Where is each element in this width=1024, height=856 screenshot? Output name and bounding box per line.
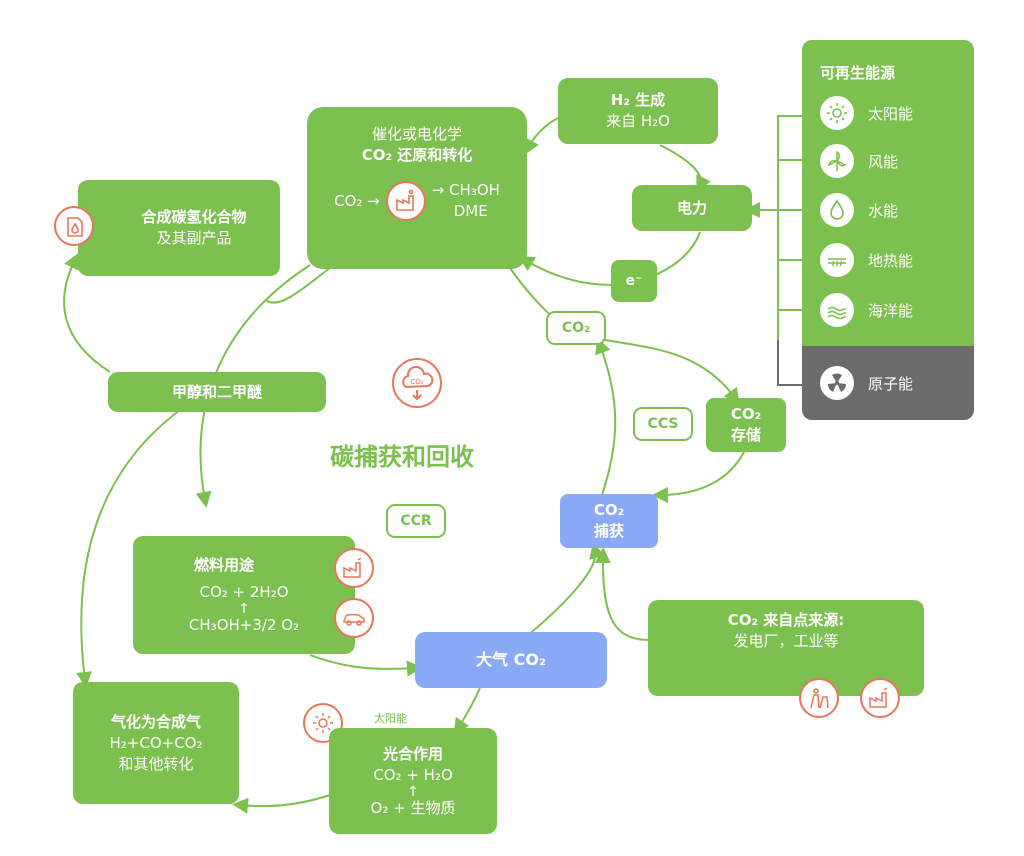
geothermal-icon xyxy=(820,243,854,277)
sun-icon xyxy=(303,703,343,743)
factory-icon xyxy=(860,678,900,718)
photosynthesis-eq2: O₂ + 生物质 xyxy=(370,798,456,817)
catalysis-right1: → CH₃OH xyxy=(431,181,500,199)
storage-line2: 存储 xyxy=(730,426,761,444)
ccr-label: CCR xyxy=(400,513,432,529)
storage-box: CO₂ 存储 xyxy=(706,398,786,452)
loop-arc xyxy=(524,117,559,156)
catalysis-right2: DME xyxy=(453,202,488,220)
gasification-line1: H₂+CO+CO₂ xyxy=(109,733,203,752)
loop-arc xyxy=(594,547,651,641)
loop-arc xyxy=(63,252,111,373)
hydrocarbons-title: 合成碳氢化合物 xyxy=(141,208,247,226)
renewable-wind: 风能 xyxy=(820,144,898,178)
nuclear-row: 原子能 xyxy=(820,366,913,400)
catalysis-left: CO₂ → xyxy=(334,191,380,210)
loop-arc xyxy=(264,267,331,304)
factory-icon xyxy=(385,181,426,221)
renewable-label: 海洋能 xyxy=(868,301,914,320)
fuel-box: 燃料用途 CO₂ + 2H₂O ↑ CH₃OH+3/2 O₂ xyxy=(133,536,355,654)
h2-title: H₂ 生成 xyxy=(610,91,666,109)
renewable-water: 水能 xyxy=(820,193,898,227)
renewable-label: 风能 xyxy=(868,152,899,171)
power-box: 电力 xyxy=(632,185,752,231)
ccs-label: CCS xyxy=(647,416,679,432)
loop-arc xyxy=(652,449,746,503)
solar-label: 太阳能 xyxy=(374,712,407,725)
renewables-title: 可再生能源 xyxy=(820,64,896,82)
h2-generation-box: H₂ 生成 来自 H₂O xyxy=(558,78,718,144)
loop-arc xyxy=(659,144,711,193)
loop-arc xyxy=(76,409,181,688)
photosynthesis-eq1: CO₂ + H₂O xyxy=(373,765,453,784)
loop-arc xyxy=(232,794,331,814)
renewables-bracket xyxy=(777,115,802,386)
nuclear-panel: 原子能 xyxy=(802,346,974,420)
hydrocarbons-box: 合成碳氢化合物 及其副产品 xyxy=(78,180,280,276)
fuel-canister-icon xyxy=(54,206,94,246)
photosynthesis-arrow: ↑ xyxy=(407,783,419,800)
renewable-label: 太阳能 xyxy=(868,104,914,123)
renewable-label: 地热能 xyxy=(868,251,914,270)
ocean-wave-icon xyxy=(820,293,854,327)
sun-icon xyxy=(820,96,854,130)
car-icon xyxy=(334,598,374,638)
co2-pill: CO₂ xyxy=(546,311,606,345)
loop-arc xyxy=(518,255,613,286)
fuel-arrow: ↑ xyxy=(238,600,250,617)
electron-box: e⁻ xyxy=(611,260,657,302)
fuel-title: 燃料用途 xyxy=(193,555,254,574)
catalysis-right: → CH₃OH DME xyxy=(432,180,500,222)
renewable-ocean: 海洋能 xyxy=(820,293,913,327)
methanol-box: 甲醇和二甲醚 xyxy=(108,372,326,412)
wind-turbine-icon xyxy=(820,144,854,178)
power-label: 电力 xyxy=(676,198,707,217)
fuel-eq1: CO₂ + 2H₂O xyxy=(199,582,289,601)
cloud-cycle-icon: CO₂ xyxy=(391,357,443,409)
factory-icon xyxy=(334,548,374,588)
catalysis-equation: CO₂ → → CH₃OH DME xyxy=(334,180,500,222)
loop-arc xyxy=(595,337,617,496)
co2-pill-label: CO₂ xyxy=(561,320,591,336)
nuclear-label: 原子能 xyxy=(868,374,914,393)
methanol-label: 甲醇和二甲醚 xyxy=(171,382,262,401)
center-title: 碳捕获和回收 xyxy=(330,443,474,471)
gasification-title: 气化为合成气 xyxy=(110,712,201,731)
catalysis-line1: 催化或电化学 xyxy=(371,125,462,143)
photosynthesis-box: 光合作用 CO₂ + H₂O ↑ O₂ + 生物质 xyxy=(329,728,497,834)
ccs-pill: CCS xyxy=(633,407,693,441)
capture-line2: 捕获 xyxy=(593,522,624,540)
water-drop-icon xyxy=(820,193,854,227)
renewables-panel: 可再生能源 太阳能 风能 水能 地热能 xyxy=(802,40,974,346)
electron-label: e⁻ xyxy=(625,273,643,289)
storage-line1: CO₂ xyxy=(730,405,762,423)
atmosphere-label: 大气 CO₂ xyxy=(476,650,546,669)
renewables-bracket xyxy=(778,159,802,311)
ccr-pill: CCR xyxy=(386,504,446,538)
point-source-title: CO₂ 来自点来源: xyxy=(727,611,845,629)
atmosphere-box: 大气 CO₂ xyxy=(415,632,607,688)
point-source-box: CO₂ 来自点来源: 发电厂，工业等 xyxy=(648,600,924,696)
gasification-line2: 和其他转化 xyxy=(118,754,194,773)
nuclear-link xyxy=(777,340,802,386)
catalysis-line2: CO₂ 还原和转化 xyxy=(361,146,473,164)
power-plant-icon xyxy=(799,678,839,718)
h2-sub: 来自 H₂O xyxy=(606,112,670,130)
renewable-geothermal: 地热能 xyxy=(820,243,913,277)
catalysis-box: 催化或电化学 CO₂ 还原和转化 CO₂ → → CH₃OH DME xyxy=(307,107,527,269)
loop-arc xyxy=(453,687,481,735)
renewable-solar: 太阳能 xyxy=(820,96,913,130)
radiation-icon xyxy=(820,366,854,400)
photosynthesis-title: 光合作用 xyxy=(382,744,443,763)
loop-arc xyxy=(309,654,423,677)
gasification-box: 气化为合成气 H₂+CO+CO₂ 和其他转化 xyxy=(73,682,239,804)
capture-line1: CO₂ xyxy=(593,501,625,519)
renewable-label: 水能 xyxy=(868,201,899,220)
svg-text:CO₂: CO₂ xyxy=(410,378,423,386)
fuel-eq2: CH₃OH+3/2 O₂ xyxy=(188,615,300,634)
hydrocarbons-sub: 及其副产品 xyxy=(156,229,232,247)
point-source-sub: 发电厂，工业等 xyxy=(733,632,839,650)
capture-box: CO₂ 捕获 xyxy=(560,494,658,548)
loop-arc xyxy=(604,339,740,405)
